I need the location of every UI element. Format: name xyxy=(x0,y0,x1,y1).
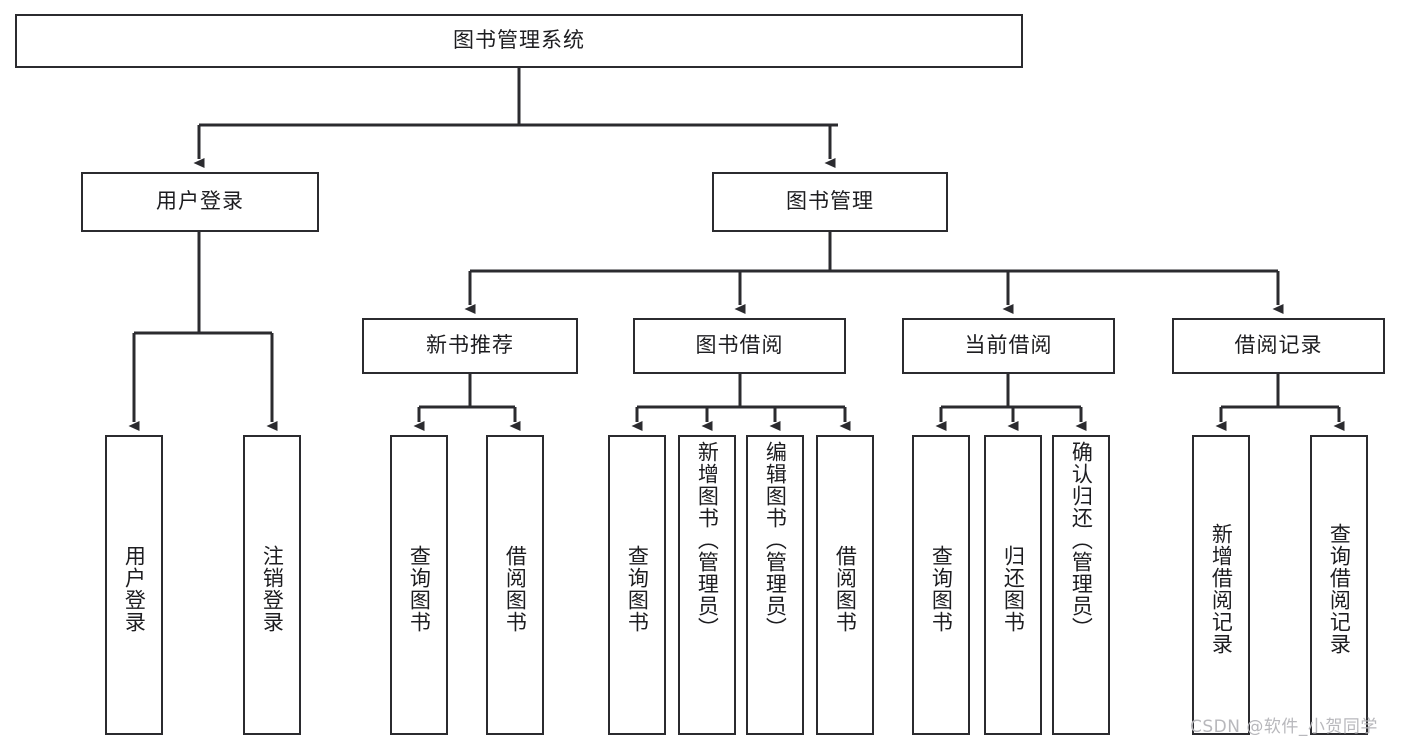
node-user-login[interactable]: 用户登录 xyxy=(81,172,319,232)
node-user-login-label: 用户登录 xyxy=(156,189,244,214)
node-leaf-current-return-book-label: 归还图书 xyxy=(1001,545,1026,633)
node-leaf-borrow-query-book[interactable]: 查询图书 xyxy=(608,435,666,735)
node-leaf-current-query-book[interactable]: 查询图书 xyxy=(912,435,970,735)
node-leaf-borrow-borrow-book-label: 借阅图书 xyxy=(833,545,858,633)
node-book-borrow[interactable]: 图书借阅 xyxy=(633,318,846,374)
node-leaf-borrow-add-book-label: 新增图书（管理员） xyxy=(695,441,720,639)
watermark: CSDN @软件_小贺同学 xyxy=(1190,717,1378,737)
node-leaf-user-logout-label: 注销登录 xyxy=(260,545,285,633)
node-leaf-record-add[interactable]: 新增借阅记录 xyxy=(1192,435,1250,735)
node-book-manage-label: 图书管理 xyxy=(786,189,874,214)
node-root-label: 图书管理系统 xyxy=(453,28,585,53)
node-leaf-current-confirm-return-label: 确认归还（管理员） xyxy=(1069,441,1094,639)
node-current-borrow[interactable]: 当前借阅 xyxy=(902,318,1115,374)
node-new-book-recommend-label: 新书推荐 xyxy=(426,333,514,358)
node-current-borrow-label: 当前借阅 xyxy=(964,333,1053,358)
node-leaf-user-login[interactable]: 用户登录 xyxy=(105,435,163,735)
node-leaf-recommend-borrow-book-label: 借阅图书 xyxy=(503,545,528,633)
node-leaf-recommend-borrow-book[interactable]: 借阅图书 xyxy=(486,435,544,735)
node-leaf-borrow-borrow-book[interactable]: 借阅图书 xyxy=(816,435,874,735)
node-borrow-record-label: 借阅记录 xyxy=(1234,333,1323,358)
node-leaf-borrow-query-book-label: 查询图书 xyxy=(625,545,650,633)
node-new-book-recommend[interactable]: 新书推荐 xyxy=(362,318,578,374)
node-leaf-borrow-edit-book-label: 编辑图书（管理员） xyxy=(763,441,788,639)
node-root[interactable]: 图书管理系统 xyxy=(15,14,1023,68)
node-leaf-current-return-book[interactable]: 归还图书 xyxy=(984,435,1042,735)
node-leaf-user-logout[interactable]: 注销登录 xyxy=(243,435,301,735)
node-leaf-current-query-book-label: 查询图书 xyxy=(929,545,954,633)
node-borrow-record[interactable]: 借阅记录 xyxy=(1172,318,1385,374)
node-leaf-borrow-add-book[interactable]: 新增图书（管理员） xyxy=(678,435,736,735)
node-leaf-user-login-label: 用户登录 xyxy=(122,545,147,633)
node-leaf-record-query[interactable]: 查询借阅记录 xyxy=(1310,435,1368,735)
node-book-manage[interactable]: 图书管理 xyxy=(712,172,948,232)
node-book-borrow-label: 图书借阅 xyxy=(695,333,784,358)
node-leaf-recommend-query-book[interactable]: 查询图书 xyxy=(390,435,448,735)
node-leaf-borrow-edit-book[interactable]: 编辑图书（管理员） xyxy=(746,435,804,735)
node-leaf-current-confirm-return[interactable]: 确认归还（管理员） xyxy=(1052,435,1110,735)
node-leaf-record-query-label: 查询借阅记录 xyxy=(1327,523,1352,655)
node-leaf-recommend-query-book-label: 查询图书 xyxy=(407,545,432,633)
node-leaf-record-add-label: 新增借阅记录 xyxy=(1209,523,1234,655)
